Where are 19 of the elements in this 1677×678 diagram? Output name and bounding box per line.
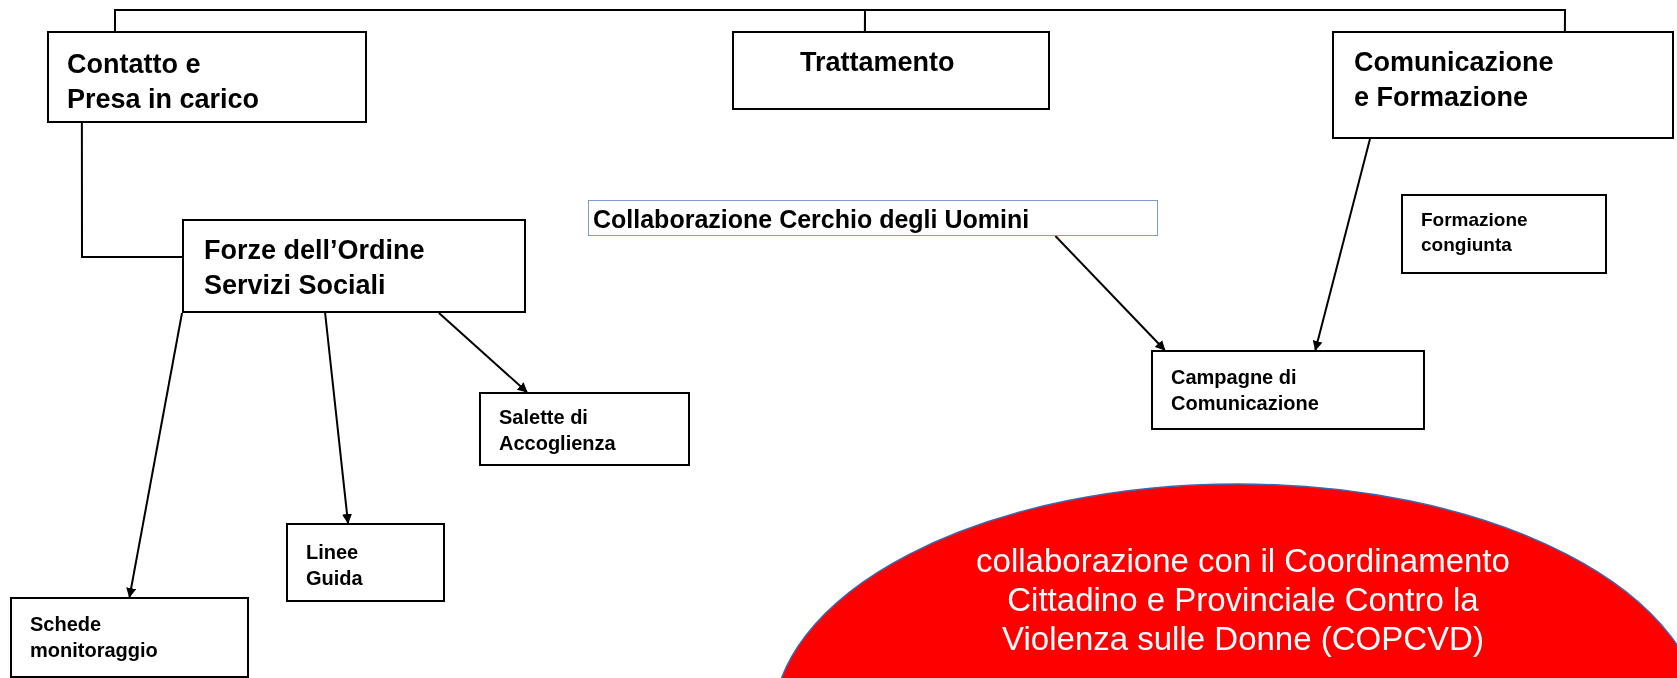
arrow	[324, 312, 352, 524]
arrow	[437, 312, 528, 393]
process-box: Salette di Accoglienza	[479, 392, 690, 466]
process-box: Forze dell’Ordine Servizi Sociali	[182, 219, 526, 313]
process-box: Linee Guida	[286, 523, 445, 602]
process-box: Formazione congiunta	[1401, 194, 1607, 274]
arrow	[1312, 138, 1371, 351]
connector-line	[80, 122, 183, 258]
process-box: Contatto e Presa in carico	[47, 31, 367, 123]
text-box: Collaborazione Cerchio degli Uomini	[588, 200, 1158, 236]
arrow	[1054, 235, 1166, 351]
connector-line	[114, 9, 866, 32]
process-box: Campagne di Comunicazione	[1151, 350, 1425, 430]
arrow	[126, 312, 183, 598]
process-box: Schede monitoraggio	[10, 597, 249, 678]
ellipse-label: collaborazione con il Coordinamento Cittadino e Provinciale Contro la Violenza sulle Donne (COPCVD)	[773, 484, 1543, 659]
connector-line	[863, 9, 1566, 32]
process-box: Trattamento	[732, 31, 1050, 110]
process-box: Comunicazione e Formazione	[1332, 31, 1674, 139]
